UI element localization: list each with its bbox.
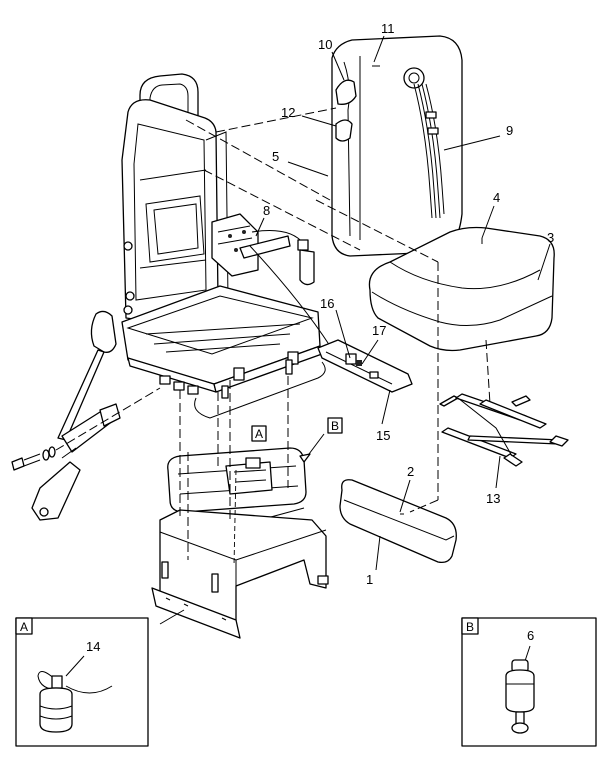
control-panel <box>317 339 413 393</box>
callout-4: 4 <box>493 190 500 205</box>
suspension-assembly <box>151 359 329 639</box>
callout-3: 3 <box>547 230 554 245</box>
svg-text:B: B <box>331 419 339 433</box>
view-label-b-main: B <box>327 417 343 434</box>
view-label-a-main: A <box>251 425 267 442</box>
slide-rails <box>439 393 569 467</box>
callout-12: 12 <box>281 105 295 120</box>
callout-1: 1 <box>366 572 373 587</box>
callout-10: 10 <box>318 37 332 52</box>
callout-14: 14 <box>86 639 100 654</box>
callout-6: 6 <box>527 628 534 643</box>
inset-b-label: B <box>466 620 474 634</box>
callout-16: 16 <box>320 296 334 311</box>
seat-frame <box>121 73 326 419</box>
svg-text:A: A <box>255 427 263 441</box>
callout-15: 15 <box>376 428 390 443</box>
callout-9: 9 <box>506 123 513 138</box>
callout-2: 2 <box>407 464 414 479</box>
inset-b: B 6 <box>461 617 597 747</box>
callout-17: 17 <box>372 323 386 338</box>
seat-back-cushion <box>331 35 463 257</box>
seat-belt <box>11 310 161 521</box>
armrest <box>339 479 457 564</box>
seat-cushion <box>368 226 555 352</box>
inset-a-label: A <box>20 620 28 634</box>
callout-5: 5 <box>272 149 279 164</box>
callout-13: 13 <box>486 491 500 506</box>
callout-11: 11 <box>381 21 395 36</box>
inset-a: A 14 <box>15 617 149 747</box>
assembly-lines <box>179 107 491 567</box>
callout-8: 8 <box>263 203 270 218</box>
callout-leaders <box>159 35 551 625</box>
